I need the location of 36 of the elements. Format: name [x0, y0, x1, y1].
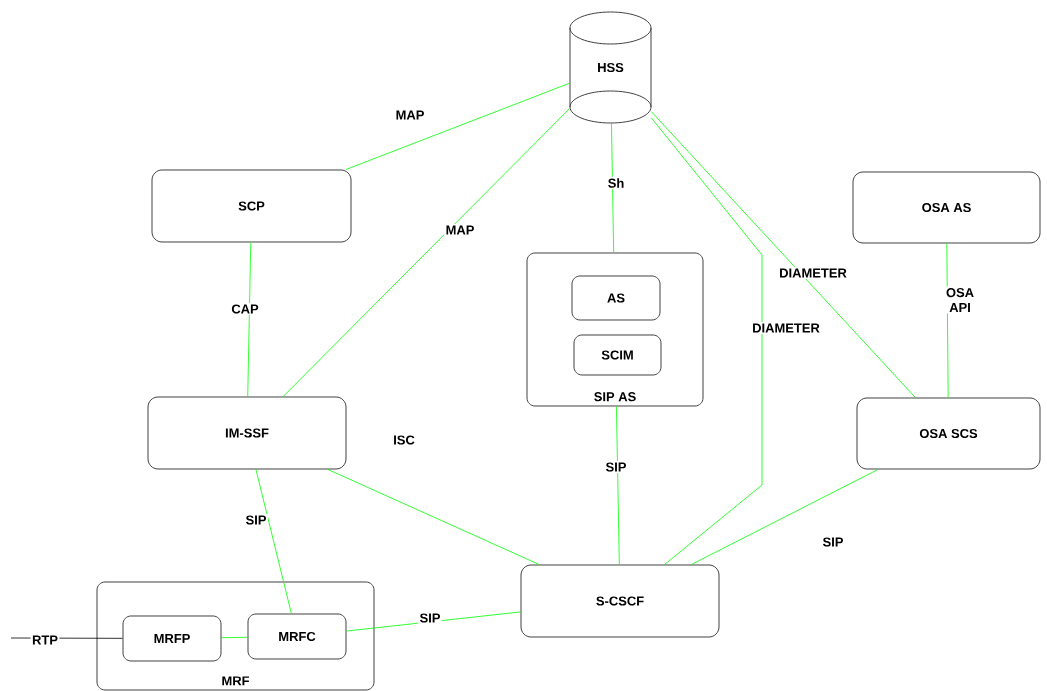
- connector-line: [282, 107, 571, 397]
- node-label: HSS: [598, 62, 624, 73]
- connector-line: [691, 469, 879, 565]
- edge-label: DIAMETER: [777, 267, 849, 279]
- edge-label: SIP: [821, 535, 845, 549]
- network-element-box: S-CSCF: [520, 564, 720, 638]
- edge-label: RTP: [30, 634, 60, 646]
- connector-line: [247, 242, 252, 397]
- connector-line: [327, 469, 540, 565]
- network-element-box: SCP: [151, 169, 352, 243]
- connector-line: [650, 111, 916, 398]
- connector-line: [611, 122, 615, 253]
- connector-line: [650, 117, 763, 565]
- edge-label: MAP: [444, 224, 476, 236]
- network-element-box: SCIM: [573, 334, 662, 376]
- network-element-box: OSA SCS: [856, 397, 1041, 470]
- connector-line: [221, 636, 248, 639]
- network-element-box: MRFC: [247, 613, 347, 660]
- network-element-box: IM-SSF: [147, 396, 347, 470]
- connector-line: [346, 611, 521, 632]
- connector-line: [345, 82, 571, 170]
- network-element-box: MRFP: [122, 615, 222, 662]
- edge-label: Sh: [606, 176, 626, 190]
- edge-label: MAP: [394, 109, 426, 121]
- edge-label: SIP: [418, 611, 442, 625]
- edge-label: SIP: [604, 460, 628, 474]
- network-element-box: AS: [571, 275, 661, 321]
- edge-label: OSA API: [942, 286, 978, 314]
- network-element-box: OSA AS: [852, 171, 1041, 244]
- edge-label: DIAMETER: [750, 322, 822, 334]
- edge-label: SIP: [244, 513, 268, 527]
- connector-line: [255, 469, 292, 614]
- database-cylinder: HSS: [569, 11, 652, 124]
- edge-label: CAP: [229, 302, 261, 316]
- connector-line: [616, 406, 620, 565]
- edge-label: ISC: [391, 433, 417, 447]
